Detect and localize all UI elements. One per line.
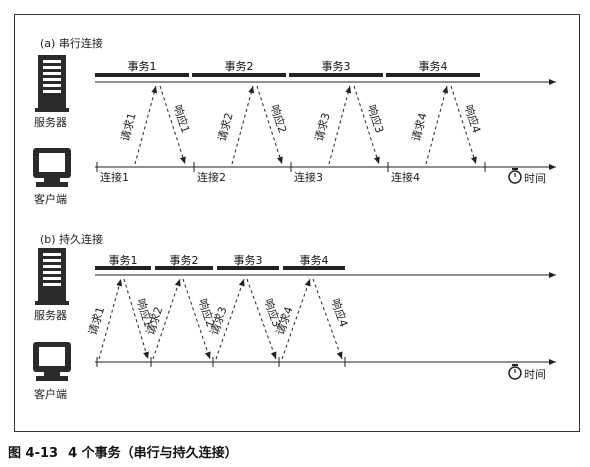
connection-label: 连接4 xyxy=(391,171,420,184)
time-label: 时间 xyxy=(524,172,546,185)
figure-caption: 图 4-13 4 个事务（串行与持久连接） xyxy=(8,442,248,461)
request-arrow xyxy=(231,85,255,165)
request-label: 请求1 xyxy=(119,111,139,142)
connection-label: 连接1 xyxy=(100,171,129,184)
transaction-bar xyxy=(95,73,189,77)
figure-number: 图 4-13 xyxy=(8,446,59,461)
request-label: 请求3 xyxy=(313,111,333,142)
client-label: 客户端 xyxy=(34,388,67,401)
server-label: 服务器 xyxy=(34,309,67,322)
response-label: 响应4 xyxy=(328,297,351,329)
server-icon xyxy=(35,55,69,112)
request-arrow xyxy=(328,85,352,165)
response-label: 响应2 xyxy=(268,103,290,135)
request-label: 请求4 xyxy=(410,111,430,142)
connection-label: 连接3 xyxy=(294,171,323,184)
response-arrow xyxy=(159,85,186,165)
request-arrow xyxy=(425,85,449,165)
response-arrow xyxy=(246,278,277,360)
transaction-bar xyxy=(95,266,151,270)
section-a-title: (a) 串行连接 xyxy=(40,37,103,50)
transaction-label: 事务1 xyxy=(127,60,157,73)
response-arrow xyxy=(182,278,211,360)
request-arrow xyxy=(152,278,181,360)
transaction-label: 事务3 xyxy=(233,254,263,267)
transaction-label: 事务2 xyxy=(169,254,199,267)
request-arrow xyxy=(98,278,123,360)
response-arrow xyxy=(450,85,477,165)
client-computer-icon xyxy=(33,148,71,187)
response-arrow xyxy=(256,85,283,165)
transaction-bar xyxy=(155,266,213,270)
transaction-label: 事务3 xyxy=(321,60,351,73)
request-label: 请求2 xyxy=(216,111,236,142)
server-icon xyxy=(35,248,69,305)
transaction-label: 事务4 xyxy=(299,254,329,267)
response-label: 响应1 xyxy=(171,103,193,135)
transaction-bar xyxy=(217,266,279,270)
response-arrow xyxy=(123,278,149,360)
request-label: 请求1 xyxy=(86,305,107,337)
stopwatch-icon xyxy=(508,364,522,380)
response-arrow xyxy=(353,85,380,165)
request-arrow xyxy=(215,278,245,360)
figure-caption-text: 4 个事务（串行与持久连接） xyxy=(68,446,238,461)
response-label: 响应3 xyxy=(365,103,387,135)
server-label: 服务器 xyxy=(34,116,67,129)
section-b-title: (b) 持久连接 xyxy=(40,233,104,246)
stopwatch-icon xyxy=(508,168,522,184)
transaction-bar xyxy=(192,73,286,77)
client-computer-icon xyxy=(33,342,71,381)
response-label: 响应4 xyxy=(462,103,484,135)
response-arrow xyxy=(312,278,343,360)
client-label: 客户端 xyxy=(34,193,67,206)
transaction-label: 事务2 xyxy=(224,60,254,73)
request-arrow xyxy=(281,278,311,360)
connection-label: 连接2 xyxy=(197,171,226,184)
time-label: 时间 xyxy=(524,368,546,381)
transaction-bar xyxy=(283,266,345,270)
transaction-bar xyxy=(289,73,383,77)
request-arrow xyxy=(134,85,158,165)
transaction-bar xyxy=(386,73,480,77)
transaction-label: 事务1 xyxy=(108,254,138,267)
transaction-label: 事务4 xyxy=(418,60,448,73)
